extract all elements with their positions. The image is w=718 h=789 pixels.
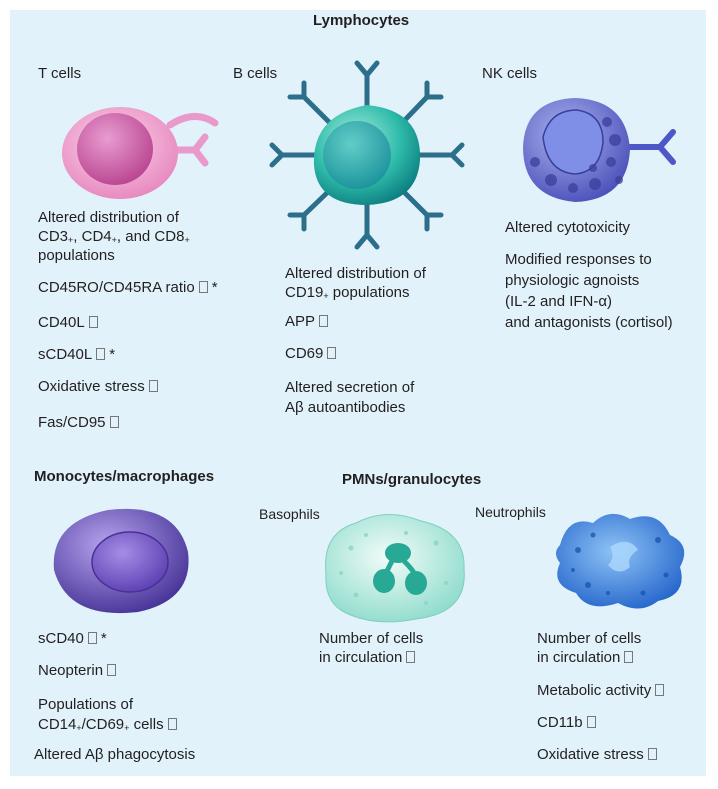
change-indicator-icon	[624, 651, 634, 663]
b-cd19: CD19	[285, 284, 324, 301]
b-finding-secretion-line2: Aβ autoantibodies	[285, 399, 406, 416]
neutrophil-cd11b-text: CD11b	[537, 714, 583, 731]
t-cd3-plus: +	[68, 235, 74, 245]
t-finding-distribution-line1: Altered distribution of	[38, 209, 179, 226]
neutrophils-label: Neutrophils	[475, 504, 546, 520]
neutrophil-finding-metabolic: Metabolic activity	[537, 681, 665, 701]
basophil-finding-line2: in circulation	[319, 648, 416, 668]
change-indicator-icon	[88, 316, 98, 328]
change-indicator-icon	[96, 348, 106, 360]
neutrophil-illustration	[556, 513, 685, 609]
b-cell-illustration	[269, 60, 465, 250]
nk-finding-responses-line2: physiologic agnoists	[505, 272, 640, 289]
neutrophil-circulation-text: in circulation	[537, 649, 621, 666]
neutrophil-finding-oxidative: Oxidative stress	[537, 745, 657, 765]
change-indicator-icon	[109, 416, 119, 428]
nk-finding-responses-line1: Modified responses to	[505, 251, 652, 268]
b-app-text: APP	[285, 313, 316, 330]
t-finding-distribution-line2: CD3+, CD4+, and CD8+	[38, 227, 190, 250]
change-indicator-icon	[87, 632, 97, 644]
b-cd69-text: CD69	[285, 345, 324, 362]
change-indicator-icon	[167, 718, 177, 730]
t-cd40l-text: CD40L	[38, 314, 85, 331]
neutrophil-oxidative-text: Oxidative stress	[537, 746, 644, 763]
change-indicator-icon	[148, 380, 158, 392]
nk-cells-label: NK cells	[482, 65, 538, 82]
t-cd3: CD3	[38, 228, 69, 245]
b-populations: populations	[328, 284, 410, 301]
t-cd4-plus: +	[111, 235, 117, 245]
neutrophil-finding-count-line1: Number of cells	[537, 630, 642, 647]
change-indicator-icon	[406, 651, 416, 663]
mono-cells: cells	[133, 716, 164, 733]
t-cells-label: T cells	[38, 65, 82, 82]
neutrophil-finding-count-line2: in circulation	[537, 648, 634, 668]
nk-finding-responses-line3: (IL-2 and IFN-α)	[505, 293, 613, 310]
pmn-heading: PMNs/granulocytes	[342, 471, 482, 488]
t-finding-cd40l: CD40L	[38, 313, 98, 333]
mono-finding-populations-line2: CD14+/CD69+ cells	[38, 715, 177, 738]
mono-cd69: /CD69	[81, 716, 125, 733]
t-finding-scd40l: sCD40L *	[38, 345, 115, 365]
basophil-circulation-text: in circulation	[319, 649, 403, 666]
mono-finding-scd40: sCD40 *	[38, 629, 107, 649]
t-finding-cd45ro-ratio: CD45RO/CD45RA ratio *	[38, 278, 218, 298]
t-finding-distribution-line3: populations	[38, 247, 115, 264]
nk-finding-responses-line4: and antagonists (cortisol)	[505, 314, 673, 331]
change-indicator-icon	[198, 281, 208, 293]
t-finding-oxidative-stress: Oxidative stress	[38, 377, 158, 397]
t-cd8-plus: +	[184, 235, 190, 245]
nk-finding-cytotoxicity: Altered cytotoxicity	[505, 219, 631, 236]
basophil-finding-line1: Number of cells	[319, 630, 424, 647]
basophil-illustration	[325, 513, 465, 623]
t-cd4: , CD4	[73, 228, 112, 245]
change-indicator-icon	[107, 664, 117, 676]
b-finding-distribution-line2: CD19+ populations	[285, 283, 410, 306]
change-indicator-icon	[655, 684, 665, 696]
t-scd40l-asterisk: *	[109, 346, 116, 363]
change-indicator-icon	[327, 347, 337, 359]
t-cd45ro-text: CD45RO/CD45RA ratio	[38, 279, 195, 296]
t-fas-text: Fas/CD95	[38, 414, 106, 431]
nk-cell-illustration	[523, 98, 676, 202]
b-finding-secretion-line1: Altered secretion of	[285, 379, 415, 396]
diagram-title: Lymphocytes	[313, 12, 410, 29]
mono-finding-phagocytosis: Altered Aβ phagocytosis	[34, 746, 196, 763]
mono-scd40-text: sCD40	[38, 630, 84, 647]
t-oxidative-text: Oxidative stress	[38, 378, 145, 395]
change-indicator-icon	[586, 716, 596, 728]
mono-cd14: CD14	[38, 716, 77, 733]
t-cd8: , and CD8	[116, 228, 185, 245]
mono-neopterin-text: Neopterin	[38, 662, 104, 679]
neutrophil-finding-cd11b: CD11b	[537, 713, 596, 733]
t-scd40l-text: sCD40L	[38, 346, 93, 363]
t-cd45ro-asterisk: *	[211, 279, 218, 296]
b-cd19-plus: +	[323, 291, 329, 301]
monocyte-illustration	[53, 508, 189, 614]
monocytes-heading: Monocytes/macrophages	[34, 468, 215, 485]
t-cell-illustration	[62, 107, 219, 199]
basophils-label: Basophils	[259, 506, 320, 522]
b-finding-app: APP	[285, 312, 329, 332]
neutrophil-metabolic-text: Metabolic activity	[537, 682, 652, 699]
mono-cd14-plus: +	[76, 723, 82, 733]
change-indicator-icon	[647, 748, 657, 760]
b-finding-cd69: CD69	[285, 344, 337, 364]
mono-cd69-plus: +	[124, 723, 130, 733]
mono-finding-neopterin: Neopterin	[38, 661, 117, 681]
b-finding-distribution-line1: Altered distribution of	[285, 265, 426, 282]
b-cells-label: B cells	[233, 65, 278, 82]
mono-scd40-asterisk: *	[100, 630, 107, 647]
t-finding-fas: Fas/CD95	[38, 413, 119, 433]
mono-finding-populations-line1: Populations of	[38, 696, 134, 713]
change-indicator-icon	[319, 315, 329, 327]
